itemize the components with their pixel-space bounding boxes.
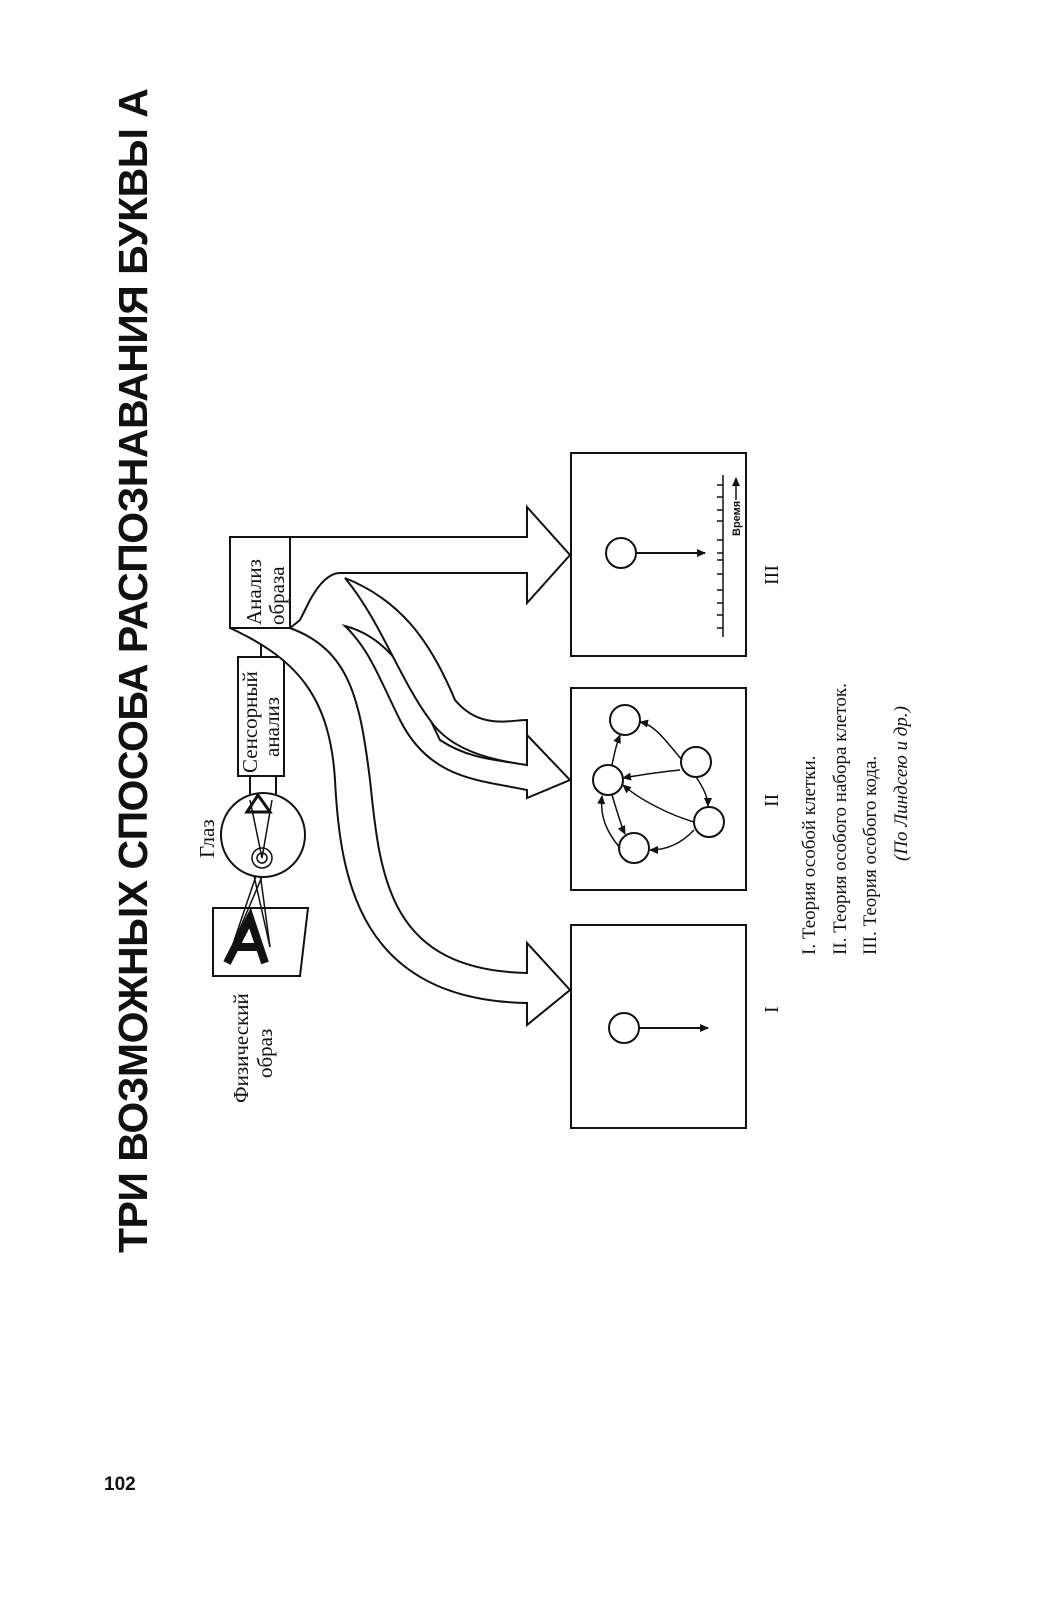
panel-2-numeral: II [761, 794, 783, 807]
time-label: Время [731, 501, 743, 536]
panel-1-numeral: I [761, 1006, 783, 1013]
panel-3-numeral: III [761, 565, 783, 585]
panel-3: Время III [570, 452, 783, 657]
legend: I. Теория особой клетки. II. Теория особ… [799, 683, 912, 955]
sensory-analysis-box: Сенсорный анализ [237, 656, 285, 777]
letter-a-icon [223, 907, 269, 965]
physical-image-label-2: образ [253, 1029, 277, 1078]
image-analysis-label-1: Анализ [242, 559, 266, 625]
legend-item-3: III. Теория особого кода. [860, 756, 881, 955]
image-analysis-box: Анализ образа [229, 536, 291, 629]
eye-label: Глаз [195, 819, 219, 858]
sensory-analysis-label-2: анализ [260, 697, 284, 757]
physical-image-label-1: Физический [229, 993, 253, 1103]
recognition-diagram: Физический образ Глаз Сенсорный анализ [195, 452, 783, 1129]
image-analysis-label-2: образа [265, 566, 289, 625]
legend-credit: (По Линдсею и др.) [891, 706, 912, 861]
legend-item-2: II. Теория особого набора клеток. [830, 683, 851, 955]
panel-1: I [570, 924, 783, 1129]
time-axis-ticks [717, 484, 723, 629]
page-number: 102 [104, 1474, 136, 1495]
sensory-analysis-label-1: Сенсорный [238, 671, 262, 773]
eye-icon: Глаз [195, 792, 306, 878]
panel-2: II [570, 687, 783, 891]
physical-image-card: Физический образ [212, 907, 310, 1103]
page-title: ТРИ ВОЗМОЖНЫХ СПОСОБА РАСПОЗНАВАНИЯ БУКВ… [110, 89, 156, 1253]
legend-item-1: I. Теория особой клетки. [799, 756, 820, 955]
hollow-arrows [229, 504, 572, 1028]
